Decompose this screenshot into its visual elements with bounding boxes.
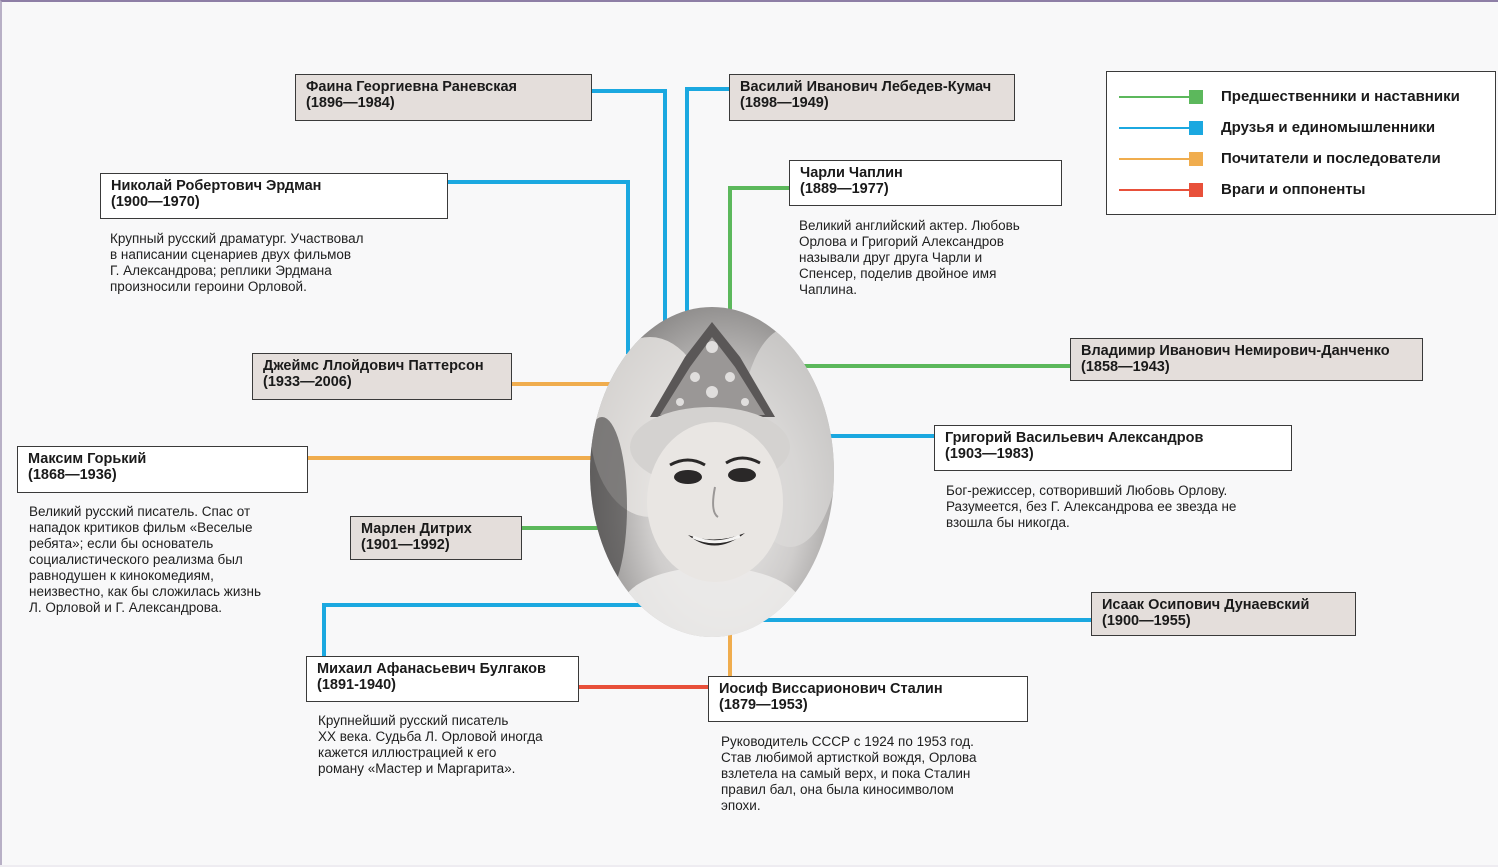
description-line: Крупный русский драматург. Участвовал bbox=[110, 231, 364, 246]
description-line: произносили героини Орловой. bbox=[110, 279, 307, 294]
description-line: Л. Орловой и Г. Александрова. bbox=[29, 600, 223, 615]
description-line: Бог-режиссер, сотворивший Любовь Орлову. bbox=[946, 483, 1228, 498]
person-box-alexandrov: Григорий Васильевич Александров (1903—19… bbox=[934, 425, 1292, 471]
portrait-photo bbox=[590, 307, 834, 637]
legend-line bbox=[1119, 96, 1189, 98]
description-line: Разумеется, без Г. Александрова ее звезд… bbox=[946, 499, 1237, 514]
description-line: XX века. Судьба Л. Орловой иногда bbox=[318, 729, 543, 744]
person-box-erdman: Николай Робертович Эрдман (1900—1970) bbox=[100, 173, 448, 219]
person-box-dietrich: Марлен Дитрих (1901—1992) bbox=[350, 516, 522, 560]
description-line: нападок критиков фильм «Веселые bbox=[29, 520, 253, 535]
description-line: Став любимой артисткой вождя, Орлова bbox=[721, 750, 977, 765]
person-box-bulgakov: Михаил Афанасьевич Булгаков (1891-1940) bbox=[306, 656, 579, 702]
legend-line bbox=[1119, 189, 1189, 191]
description-line: кажется иллюстрацией к его bbox=[318, 745, 497, 760]
person-name: Григорий Васильевич Александров bbox=[945, 430, 1204, 446]
legend-line bbox=[1119, 158, 1189, 160]
person-box-nemirovich-danchenko: Владимир Иванович Немирович-Данченко (18… bbox=[1070, 338, 1423, 381]
person-years: (1879—1953) bbox=[719, 697, 808, 713]
description-line: правил бал, она была киносимволом bbox=[721, 782, 954, 797]
description-line: Орлова и Григорий Александров bbox=[799, 234, 1004, 249]
legend-line bbox=[1119, 127, 1189, 129]
person-years: (1901—1992) bbox=[361, 537, 450, 553]
person-box-lebedev-kumach: Василий Иванович Лебедев-Кумач (1898—194… bbox=[729, 74, 1015, 121]
description-line: Крупнейший русский писатель bbox=[318, 713, 509, 728]
person-name: Владимир Иванович Немирович-Данченко bbox=[1081, 343, 1390, 359]
description-line: неизвестно, как бы сложилась жизнь bbox=[29, 584, 262, 599]
description-stalin: Руководитель СССР с 1924 по 1953 год.Ста… bbox=[721, 734, 977, 814]
description-line: равнодушен к кинокомедиям, bbox=[29, 568, 214, 583]
legend-square bbox=[1189, 121, 1203, 135]
person-years: (1889—1977) bbox=[800, 181, 889, 197]
description-line: взошла бы никогда. bbox=[946, 515, 1070, 530]
person-years: (1858—1943) bbox=[1081, 359, 1170, 375]
description-line: Руководитель СССР с 1924 по 1953 год. bbox=[721, 734, 974, 749]
person-name: Исаак Осипович Дунаевский bbox=[1102, 597, 1310, 613]
person-box-ranevskaya: Фаина Георгиевна Раневская (1896—1984) bbox=[295, 74, 592, 121]
legend-square bbox=[1189, 183, 1203, 197]
description-line: роману «Мастер и Маргарита». bbox=[318, 761, 516, 776]
connector-erdman bbox=[448, 180, 630, 354]
description-line: называли друг друга Чарли и bbox=[799, 250, 983, 265]
person-name: Чарли Чаплин bbox=[800, 165, 903, 181]
person-name: Михаил Афанасьевич Булгаков bbox=[317, 661, 546, 677]
person-box-stalin: Иосиф Виссарионович Сталин (1879—1953) bbox=[708, 676, 1028, 722]
person-name: Джеймс Ллойдович Паттерсон bbox=[263, 358, 484, 374]
description-line: взлетела на самый верх, и пока Сталин bbox=[721, 766, 971, 781]
person-years: (1903—1983) bbox=[945, 446, 1034, 462]
description-line: ребята»; если бы основатель bbox=[29, 536, 214, 551]
person-years: (1933—2006) bbox=[263, 374, 352, 390]
portrait-illustration bbox=[590, 322, 834, 637]
person-years: (1891-1940) bbox=[317, 677, 396, 693]
person-name: Иосиф Виссарионович Сталин bbox=[719, 681, 943, 697]
person-years: (1896—1984) bbox=[306, 95, 395, 111]
person-name: Максим Горький bbox=[28, 451, 147, 467]
description-line: Великий английский актер. Любовь bbox=[799, 218, 1020, 233]
description-line: Спенсер, поделив двойное имя bbox=[799, 266, 997, 281]
description-line: Г. Александрова; реплики Эрдмана bbox=[110, 263, 332, 278]
person-box-chaplin: Чарли Чаплин (1889—1977) bbox=[789, 160, 1062, 206]
person-box-patterson: Джеймс Ллойдович Паттерсон (1933—2006) bbox=[252, 353, 512, 400]
legend: Предшественники и наставники Друзья и ед… bbox=[1106, 71, 1496, 215]
person-name: Николай Робертович Эрдман bbox=[111, 178, 322, 194]
description-line: Великий русский писатель. Спас от bbox=[29, 504, 251, 519]
connector-bulgakov bbox=[322, 603, 642, 656]
person-years: (1900—1955) bbox=[1102, 613, 1191, 629]
connector-lebedev bbox=[685, 87, 729, 314]
connector-ranevskaya bbox=[592, 89, 667, 322]
connector-chaplin bbox=[728, 186, 789, 310]
description-line: социалистического реализма был bbox=[29, 552, 243, 567]
person-years: (1868—1936) bbox=[28, 467, 117, 483]
legend-square bbox=[1189, 152, 1203, 166]
person-box-gorky: Максим Горький (1868—1936) bbox=[17, 446, 308, 493]
person-years: (1898—1949) bbox=[740, 95, 829, 111]
person-name: Марлен Дитрих bbox=[361, 521, 472, 537]
description-alexandrov: Бог-режиссер, сотворивший Любовь Орлову.… bbox=[946, 483, 1236, 531]
person-box-dunaevsky: Исаак Осипович Дунаевский (1900—1955) bbox=[1091, 592, 1356, 636]
legend-label: Почитатели и последователи bbox=[1221, 150, 1441, 167]
person-name: Василий Иванович Лебедев-Кумач bbox=[740, 79, 992, 95]
legend-label: Предшественники и наставники bbox=[1221, 88, 1460, 105]
description-line: эпохи. bbox=[721, 798, 761, 813]
legend-label: Враги и оппоненты bbox=[1221, 181, 1366, 198]
legend-square bbox=[1189, 90, 1203, 104]
legend-label: Друзья и единомышленники bbox=[1221, 119, 1436, 136]
person-years: (1900—1970) bbox=[111, 194, 200, 210]
description-line: Чаплина. bbox=[799, 282, 857, 297]
description-line: в написании сценариев двух фильмов bbox=[110, 247, 352, 262]
person-name: Фаина Георгиевна Раневская bbox=[306, 79, 518, 95]
